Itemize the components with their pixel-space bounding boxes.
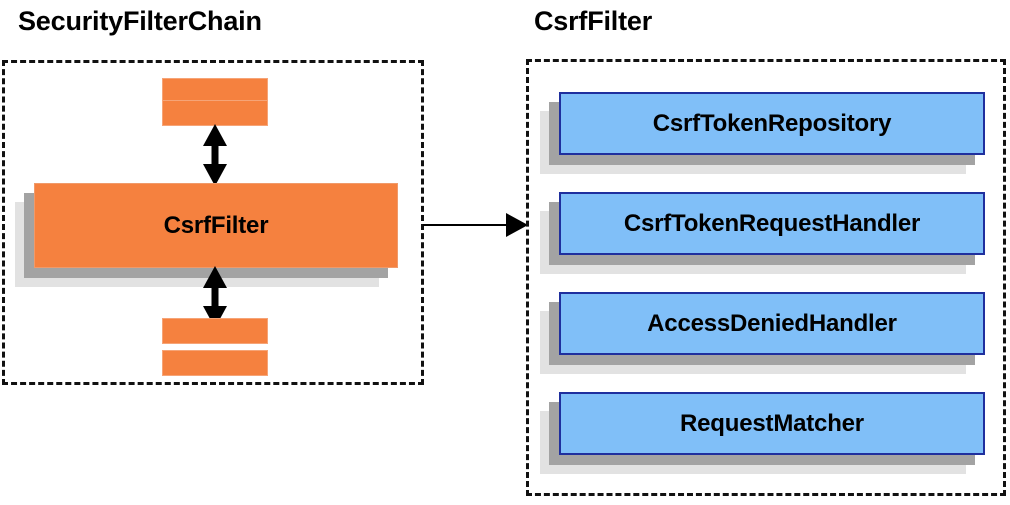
filter-bar-bottom-2	[162, 350, 268, 376]
connector-arrow-to-csrf-filter	[423, 213, 528, 237]
node-face: RequestMatcher	[559, 392, 985, 455]
bidirectional-arrow-bottom	[203, 266, 227, 328]
node-face: CsrfTokenRequestHandler	[559, 192, 985, 255]
page-title-security-filter-chain: SecurityFilterChain	[18, 6, 262, 36]
security-filter-chain-panel	[2, 60, 424, 385]
node-face: CsrfTokenRepository	[559, 92, 985, 155]
node-label: CsrfFilter	[163, 211, 269, 239]
node-csrf-token-repository[interactable]: CsrfTokenRepository	[540, 92, 985, 174]
filter-bar-bottom-1	[162, 318, 268, 344]
bidirectional-arrow-top	[203, 124, 227, 186]
filter-bar-top-2	[162, 100, 268, 126]
node-access-denied-handler[interactable]: AccessDeniedHandler	[540, 292, 985, 374]
node-csrf-filter[interactable]: CsrfFilter	[15, 183, 398, 287]
csrf-filter-collaborators-panel	[526, 59, 1006, 496]
node-face: CsrfFilter	[34, 183, 398, 268]
node-label: AccessDeniedHandler	[647, 309, 897, 337]
node-request-matcher[interactable]: RequestMatcher	[540, 392, 985, 474]
node-label: CsrfTokenRequestHandler	[623, 209, 921, 237]
page-title-csrf-filter: CsrfFilter	[534, 6, 653, 36]
node-face: AccessDeniedHandler	[559, 292, 985, 355]
node-label: CsrfTokenRepository	[652, 109, 892, 137]
node-label: RequestMatcher	[680, 409, 864, 437]
node-csrf-token-request-handler[interactable]: CsrfTokenRequestHandler	[540, 192, 985, 274]
